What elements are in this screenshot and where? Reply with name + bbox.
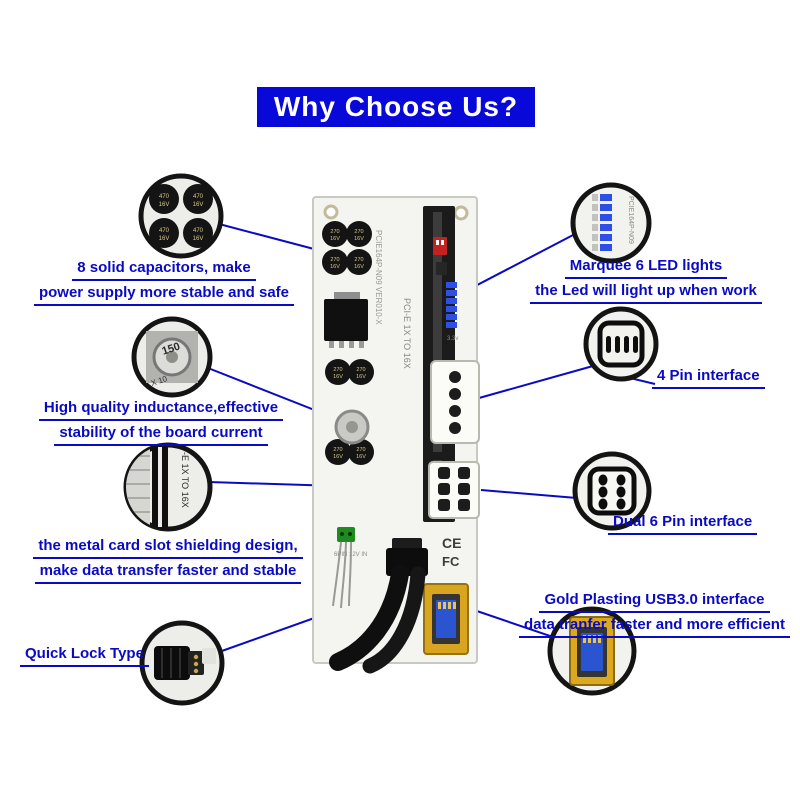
caption-inductance-line1: High quality inductance,effective xyxy=(38,398,284,421)
leader-lines xyxy=(207,223,656,653)
svg-text:16V: 16V xyxy=(193,236,204,242)
svg-text:270: 270 xyxy=(354,229,363,235)
svg-text:16V: 16V xyxy=(333,374,343,380)
caption-6pin: Dual 6 Pin interface xyxy=(608,512,798,537)
caption-inductance-line2: stability of the board current xyxy=(54,423,268,446)
caption-capacitors-line2: power supply more stable and safe xyxy=(33,283,295,306)
pcie-6pin-connector xyxy=(428,461,480,519)
svg-text:16V: 16V xyxy=(193,202,204,208)
fcc-mark: FC xyxy=(442,554,460,569)
caption-quick-lock-line1: Quick Lock Type xyxy=(20,644,149,667)
caption-4pin: 4 Pin interface xyxy=(652,366,792,391)
leader-4pin xyxy=(478,365,594,399)
callout-ring xyxy=(138,173,224,259)
callout-4pin xyxy=(583,306,659,382)
pcb-board: PCI-E 1X TO 16X PCIE164P-N09 VER010-X 27… xyxy=(312,196,480,674)
led-column xyxy=(446,282,457,328)
caption-capacitors: 8 solid capacitors, make power supply mo… xyxy=(18,258,310,308)
caption-leds: Marquee 6 LED lights the Led will light … xyxy=(508,256,784,306)
svg-text:16V: 16V xyxy=(354,264,364,270)
svg-text:270: 270 xyxy=(356,447,365,453)
power-cable xyxy=(329,538,428,674)
svg-text:470: 470 xyxy=(159,228,170,234)
callout-quick-lock xyxy=(139,620,225,706)
callout-ring xyxy=(583,306,659,382)
svg-text:16V: 16V xyxy=(159,236,170,242)
svg-text:16V: 16V xyxy=(330,236,340,242)
svg-text:270: 270 xyxy=(333,367,342,373)
caption-usb: Gold Plasting USB3.0 interface data tran… xyxy=(512,590,797,640)
callout-usb xyxy=(547,606,637,696)
svg-text:-E 1X TO 16X: -E 1X TO 16X xyxy=(180,452,190,508)
caption-card-slot: the metal card slot shielding design, ma… xyxy=(18,536,318,586)
ic-chip xyxy=(324,292,368,348)
caption-quick-lock: Quick Lock Type xyxy=(20,644,160,669)
caption-4pin-line1: 4 Pin interface xyxy=(652,366,765,389)
svg-text:16V: 16V xyxy=(159,202,170,208)
molex-4pin-connector xyxy=(430,360,480,444)
svg-text:16V: 16V xyxy=(333,454,343,460)
leader-leds xyxy=(459,233,576,295)
terminal-wires xyxy=(332,541,352,609)
caption-card-slot-line1: the metal card slot shielding design, xyxy=(33,536,303,559)
svg-text:16V: 16V xyxy=(356,374,366,380)
caption-card-slot-line2: make data transfer faster and stable xyxy=(34,561,302,584)
svg-text:270: 270 xyxy=(330,229,339,235)
voltage-label: 3.3v xyxy=(447,336,458,342)
board-slot-text: PCI-E 1X TO 16X xyxy=(402,298,412,369)
caption-usb-line1: Gold Plasting USB3.0 interface xyxy=(539,590,770,613)
screw-hole xyxy=(453,205,469,221)
callout-6pin xyxy=(572,451,652,531)
svg-text:150: 150 xyxy=(160,341,181,358)
leader-6pin xyxy=(480,489,578,499)
dip-switch xyxy=(433,237,447,255)
caption-leds-line1: Marquee 6 LED lights xyxy=(564,256,728,279)
page-title: Why Choose Us? xyxy=(257,87,535,127)
power-terminal xyxy=(337,527,355,542)
svg-text:270: 270 xyxy=(330,257,339,263)
callout-leds: PCIE164P-N09 xyxy=(570,182,652,264)
board-model-text: PCIE164P-N09 VER010-X xyxy=(374,230,383,325)
usb3-port xyxy=(423,583,469,655)
caption-capacitors-line1: 8 solid capacitors, make xyxy=(72,258,256,281)
svg-text:470: 470 xyxy=(159,194,170,200)
screw-hole xyxy=(323,204,339,220)
callout-inductor: 150 X 10 xyxy=(131,316,213,398)
svg-text:470: 470 xyxy=(193,194,204,200)
svg-text:16V: 16V xyxy=(354,236,364,242)
svg-text:270: 270 xyxy=(356,367,365,373)
inductor xyxy=(334,409,370,445)
ce-mark: CE xyxy=(442,535,461,551)
svg-text:270: 270 xyxy=(333,447,342,453)
svg-text:16V: 16V xyxy=(330,264,340,270)
caption-usb-line2: data tranfer faster and more efficient xyxy=(519,615,790,638)
svg-text:16V: 16V xyxy=(356,454,366,460)
leader-usb xyxy=(467,607,557,639)
svg-text:470: 470 xyxy=(193,228,204,234)
caption-6pin-line1: Dual 6 Pin interface xyxy=(608,512,758,535)
caption-leds-line2: the Led will light up when work xyxy=(530,281,762,304)
callout-capacitors: 470 16V 470 16V 470 16V 470 16V xyxy=(138,173,224,259)
svg-text:PCIE164P-N09: PCIE164P-N09 xyxy=(627,196,634,244)
svg-text:270: 270 xyxy=(354,257,363,263)
smd-chip xyxy=(436,262,447,275)
caption-inductance: High quality inductance,effective stabil… xyxy=(12,398,310,448)
callout-card-slot: -E 1X TO 16X xyxy=(123,442,213,532)
